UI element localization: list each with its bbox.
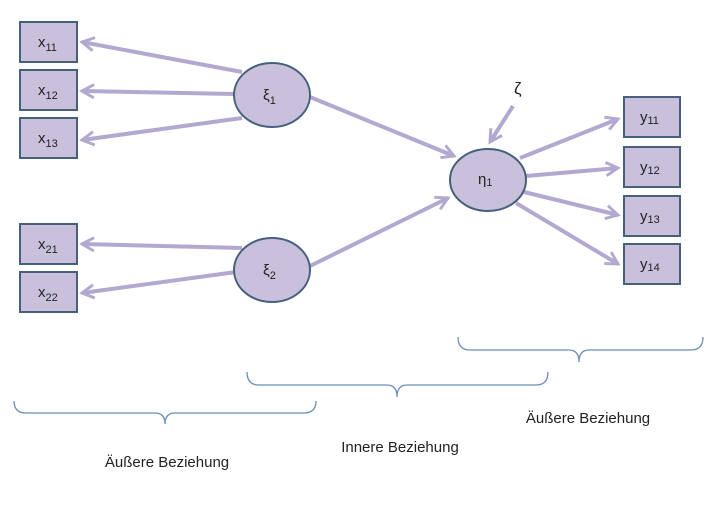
latent-eta1: η1 [449,148,527,212]
arrow-xi1-x11 [82,42,243,74]
arrow-eta1-y12 [525,168,618,178]
svg-text:x21: x21 [38,236,58,256]
brace-inner [246,371,549,398]
arrow-xi2-x22 [82,270,237,293]
latent-xi2: ξ2 [233,237,311,303]
indicator-x22: x22 [19,271,78,313]
svg-text:y13: y13 [640,208,660,226]
arrow-zeta-eta1 [488,104,515,142]
brace-outer-left [13,400,317,425]
caption-outer-left: Äußere Beziehung [105,454,229,471]
svg-text:y12: y12 [640,159,660,177]
indicator-x11: x11 [19,21,78,63]
svg-text:x22: x22 [38,284,58,304]
latent-xi1: ξ1 [233,62,311,128]
caption-outer-right: Äußere Beziehung [526,410,650,427]
indicator-y14: y14 [623,243,681,285]
svg-text:x13: x13 [38,130,58,150]
indicator-x12: x12 [19,69,78,111]
arrow-eta1-y13 [523,190,618,215]
indicator-x21: x21 [19,223,78,265]
arrow-eta1-y14 [514,201,618,266]
indicator-y13: y13 [623,195,681,237]
brace-outer-right [457,336,704,363]
indicator-x13: x13 [19,117,78,159]
arrow-xi1-x13 [82,116,243,140]
error-term-zeta: ζ [514,79,522,98]
arrows [82,42,618,293]
svg-text:x11: x11 [38,34,57,54]
caption-inner: Innere Beziehung [341,439,459,456]
arrow-xi2-eta1 [309,198,448,268]
svg-text:η1: η1 [478,171,492,189]
svg-text:ξ2: ξ2 [263,262,276,282]
svg-text:ξ1: ξ1 [263,87,276,107]
indicator-y12: y12 [623,146,681,188]
arrow-xi1-eta1 [309,95,454,156]
svg-text:y11: y11 [640,109,659,127]
indicator-y11: y11 [623,96,681,138]
arrow-xi1-x12 [82,91,235,94]
svg-text:y14: y14 [640,256,660,274]
arrow-eta1-y11 [519,119,618,160]
arrow-xi2-x21 [82,244,243,248]
svg-text:x12: x12 [38,82,58,102]
